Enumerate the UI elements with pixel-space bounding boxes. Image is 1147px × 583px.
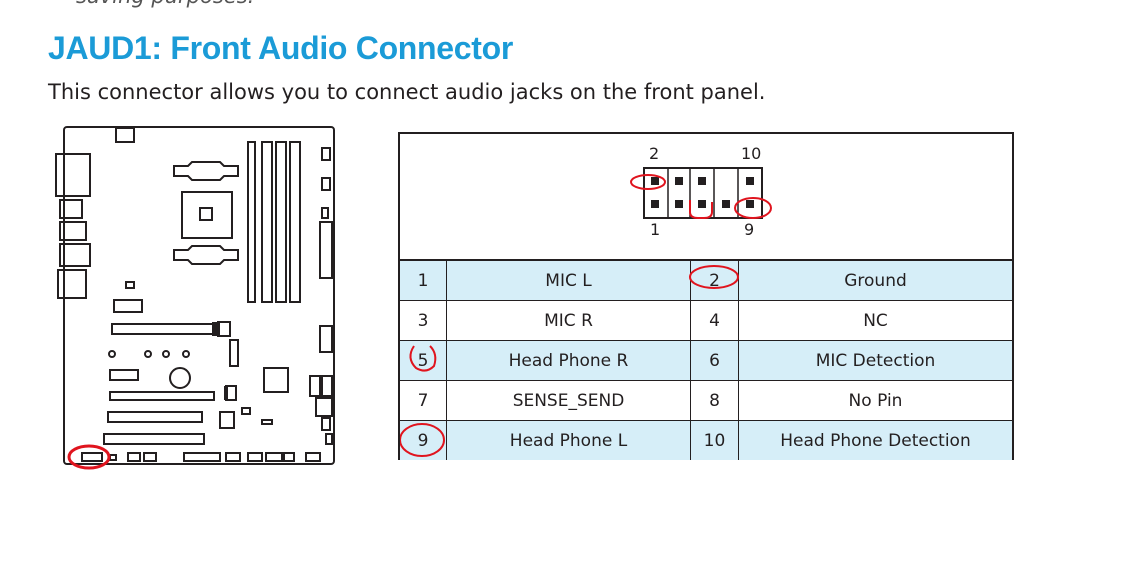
motherboard-diagram	[55, 126, 335, 470]
pin-signal: MIC Detection	[738, 341, 1012, 380]
pin-number: 6	[690, 341, 738, 380]
table-row: 5 Head Phone R 6 MIC Detection	[400, 340, 1012, 380]
pin-number: 7	[417, 390, 429, 411]
pin-number: 1	[417, 270, 429, 291]
table-row: 1 MIC L 2 Ground	[400, 260, 1012, 300]
pin-signal: SENSE_SEND	[446, 381, 690, 420]
connector-pinout-icon	[630, 167, 772, 219]
pin-signal: MIC L	[446, 261, 690, 300]
pin-number: 8	[690, 381, 738, 420]
pin-number: 9	[417, 430, 429, 451]
pin-signal: Ground	[738, 261, 1012, 300]
pin-definition-table: 2 10 1 9	[398, 132, 1014, 460]
pin-number: 5	[417, 350, 429, 371]
pin-signal: NC	[738, 301, 1012, 340]
table-row: 3 MIC R 4 NC	[400, 300, 1012, 340]
pin-signal: No Pin	[738, 381, 1012, 420]
pin-signal: Head Phone Detection	[738, 421, 1012, 460]
header-label-top-left: 2	[649, 144, 660, 163]
pin-signal: Head Phone L	[446, 421, 690, 460]
table-row: 7 SENSE_SEND 8 No Pin	[400, 380, 1012, 420]
previous-section-text: saving purposes.	[50, 0, 254, 8]
header-label-top-right: 10	[741, 144, 762, 163]
section-description: This connector allows you to connect aud…	[48, 80, 766, 104]
pin-number: 2	[690, 261, 738, 300]
pin-number: 10	[690, 421, 738, 460]
header-label-bottom-left: 1	[650, 220, 661, 239]
pin-signal: MIC R	[446, 301, 690, 340]
pin-header-diagram: 2 10 1 9	[400, 134, 1012, 260]
section-title: JAUD1: Front Audio Connector	[48, 30, 514, 66]
table-row: 9 Head Phone L 10 Head Phone Detection	[400, 420, 1012, 460]
pin-number: 3	[417, 310, 429, 331]
pin-signal: Head Phone R	[446, 341, 690, 380]
header-label-bottom-right: 9	[744, 220, 755, 239]
pin-number: 4	[690, 301, 738, 340]
